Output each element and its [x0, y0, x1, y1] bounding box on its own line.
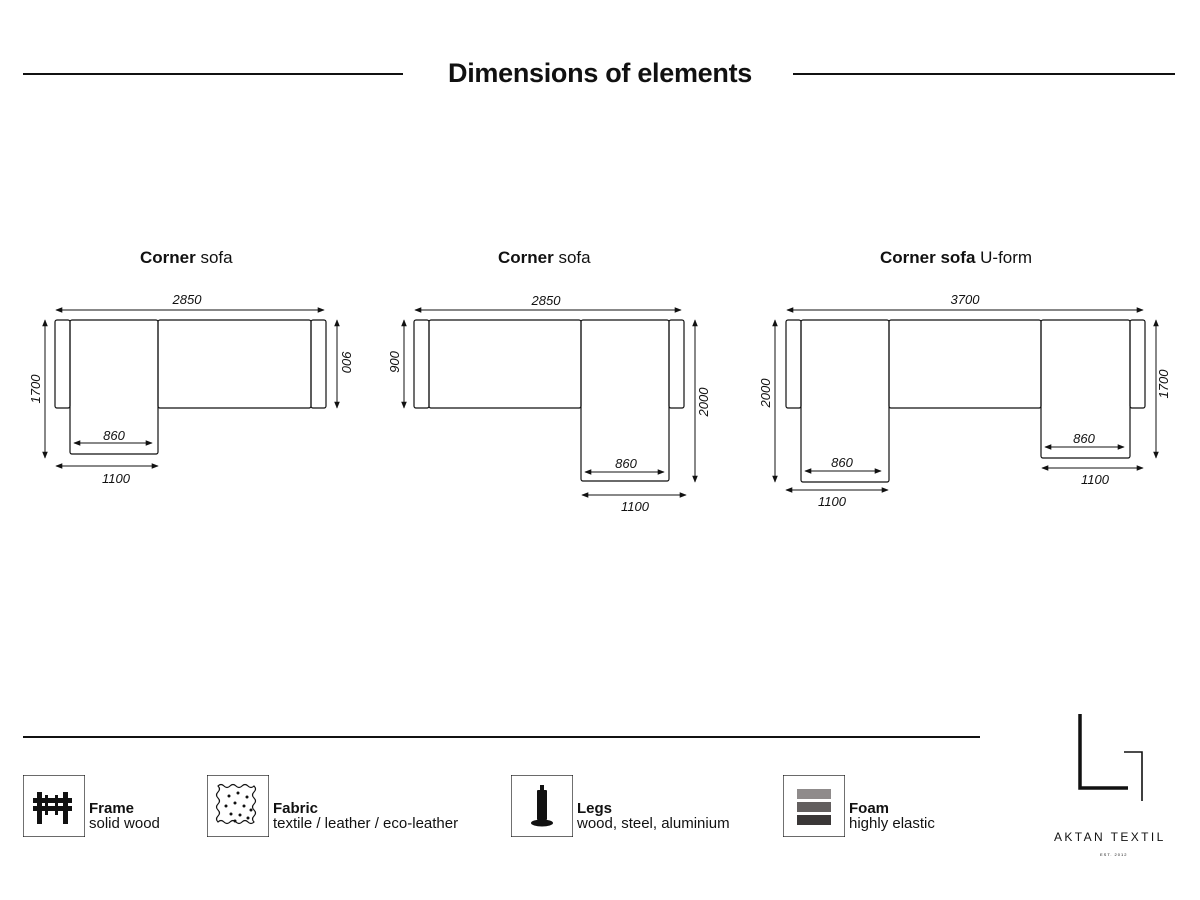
sofa-1-left-armrest — [54, 319, 71, 409]
sofa-1-heading: Corner sofa — [140, 248, 233, 268]
material-frame-desc: solid wood — [89, 815, 160, 832]
sofa-1-plan — [54, 319, 327, 455]
material-legs-desc: wood, steel, aluminium — [577, 815, 730, 832]
sofa-2-chaise-width-label: 1100 — [621, 499, 650, 514]
brand-name: AKTAN TEXTIL — [1054, 830, 1166, 844]
sofa-3-dimension-lines — [772, 307, 1159, 493]
sofa-3-right-armrest — [1129, 319, 1146, 409]
sofa-3-right-depth-label: 1700 — [1156, 369, 1171, 399]
sofa-2-depth-label: 2000 — [696, 387, 711, 418]
sofa-1-chaise-width-label: 1100 — [102, 471, 131, 486]
sofa-1-back-depth-label: 900 — [339, 351, 354, 373]
foam-layer-middle — [797, 802, 831, 812]
sofa-3-heading: Corner sofa U-form — [880, 248, 1032, 268]
l-logo-icon — [1078, 714, 1143, 801]
sofa-1-seat-width-label: 860 — [103, 428, 125, 443]
fabric-icon — [207, 775, 269, 837]
sofa-1-right-armrest — [310, 319, 327, 409]
material-foam-title: Foam — [849, 800, 890, 817]
foam-layer-bottom — [797, 815, 831, 825]
sofa-3-right-seat-label: 860 — [1073, 431, 1095, 446]
sofa-3-left-armrest — [785, 319, 802, 409]
sofa-1-name-regular: sofa — [195, 248, 233, 267]
sofa-1-width-label: 2850 — [172, 292, 203, 307]
material-legs-title: Legs — [577, 800, 613, 817]
sofa-2-width-label: 2850 — [531, 293, 562, 308]
sofa-2-back-depth-label: 900 — [387, 350, 402, 372]
sofa-2-dimension-lines — [401, 307, 698, 498]
sofa-2-left-armrest — [413, 319, 430, 409]
material-frame-title: Frame — [89, 800, 135, 817]
sofa-3-left-chaise-label: 1100 — [818, 494, 847, 509]
sofa-2-name-regular: sofa — [553, 248, 591, 267]
sofa-1-main-seat — [157, 319, 312, 409]
sofa-2-main-seat — [428, 319, 582, 409]
title-rule-right — [793, 73, 1175, 75]
sofa-3-width-label: 3700 — [951, 292, 981, 307]
sofa-1-depth-label: 1700 — [28, 374, 43, 404]
material-foam-desc: highly elastic — [849, 815, 935, 832]
foam-icon — [783, 775, 845, 837]
material-fabric-desc: textile / leather / eco-leather — [273, 815, 459, 832]
sofa-3-left-seat-label: 860 — [831, 455, 853, 470]
sofa-2-right-armrest — [668, 319, 685, 409]
materials-rule — [23, 736, 980, 738]
sofa-2-seat-width-label: 860 — [615, 456, 637, 471]
leg-icon — [511, 775, 573, 837]
sofa-3-left-depth-label: 2000 — [758, 378, 773, 409]
sofa-3-plan — [785, 319, 1146, 483]
brand-tagline: EST. 2012 — [1100, 852, 1128, 857]
material-fabric-title: Fabric — [273, 800, 319, 817]
sofa-3-right-chaise-label: 1100 — [1081, 472, 1110, 487]
sofa-3-name-regular: U-form — [975, 248, 1033, 267]
sofa-1-name-bold: Corner — [140, 248, 196, 267]
sofa-2-heading: Corner sofa — [498, 248, 591, 268]
title-rule-left — [23, 73, 403, 75]
sofa-2-name-bold: Corner — [498, 248, 554, 267]
page-title: Dimensions of elements — [448, 58, 752, 88]
sofa-3-name-bold: Corner sofa — [880, 248, 976, 267]
foam-layer-top — [797, 789, 831, 799]
sofa-3-middle-seat — [888, 319, 1042, 409]
frame-icon — [23, 775, 85, 837]
sofa-1-dimension-lines — [42, 307, 340, 469]
sofa-2-plan — [413, 319, 685, 482]
